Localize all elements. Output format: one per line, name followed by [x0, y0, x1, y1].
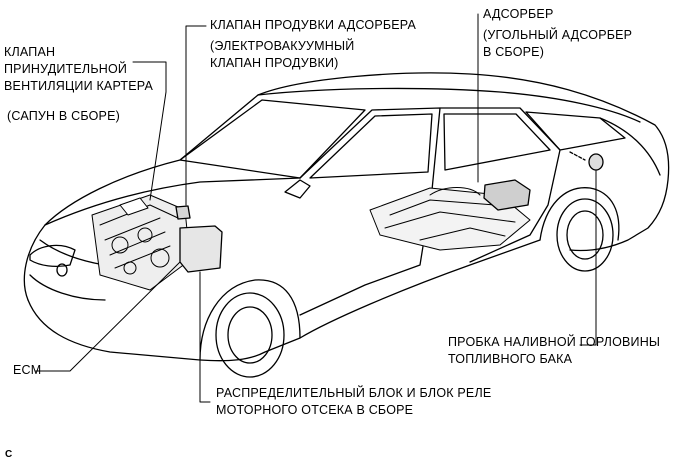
- rear-wheel-inner: [566, 210, 604, 260]
- canister-sub-line-1: (УГОЛЬНЫЙ АДСОРБЕР: [483, 28, 633, 42]
- leader-ecm: [35, 261, 181, 372]
- canister-label: АДСОРБЕР: [483, 7, 554, 21]
- front-wheel: [215, 292, 285, 378]
- purge-valve-shape: [175, 205, 191, 220]
- front-door-window: [309, 113, 433, 179]
- canister-shape: [483, 179, 531, 211]
- canister-sub-line-2: В СБОРЕ): [483, 45, 545, 59]
- relay-label-line-1: РАСПРЕДЕЛИТЕЛЬНЫЙ БЛОК И БЛОК РЕЛЕ: [216, 386, 492, 400]
- pcv-label-line-1: КЛАПАН: [4, 45, 56, 59]
- front-wheel-arch: [199, 279, 301, 361]
- front-grille: [29, 274, 106, 301]
- car-roof-line: [257, 87, 641, 123]
- fuel-cap-label-line-2: ТОПЛИВНОГО БАКА: [448, 352, 573, 366]
- fuel-cap-label-line-1: ПРОБКА НАЛИВНОЙ ГОРЛОВИНЫ: [448, 335, 661, 349]
- purge-sub-line-2: КЛАПАН ПРОДУВКИ): [210, 56, 339, 70]
- leader-fuel-cap: [579, 169, 597, 346]
- rear-wheel-arch: [539, 187, 620, 241]
- relay-label-line-2: МОТОРНОГО ОТСЕКА В СБОРЕ: [216, 403, 414, 417]
- car-body-outline: [23, 72, 670, 301]
- purge-valve-label: КЛАПАН ПРОДУВКИ АДСОРБЕРА: [210, 18, 417, 32]
- trunk-line: [599, 117, 661, 176]
- rear-wheel: [556, 198, 614, 272]
- ecm-label: ECM: [13, 363, 42, 377]
- front-emblem: [56, 263, 68, 277]
- rear-door: [439, 107, 561, 263]
- headlight: [29, 244, 76, 267]
- leader-lines: [35, 13, 597, 403]
- leader-relay: [199, 271, 211, 403]
- car-sill-line: [27, 239, 541, 362]
- fuel-door-line: [569, 151, 586, 161]
- pcv-sub-label: (САПУН В СБОРЕ): [7, 109, 120, 123]
- purge-sub-line-1: (ЭЛЕКТРОВАКУУМНЫЙ: [210, 39, 355, 53]
- pcv-valve-label: КЛАПАН ПРИНУДИТЕЛЬНОЙ ВЕНТИЛЯЦИИ КАРТЕРА: [4, 44, 153, 95]
- quarter-window: [525, 111, 626, 151]
- pcv-label-line-3: ВЕНТИЛЯЦИИ КАРТЕРА: [4, 79, 154, 93]
- pcv-label-line-2: ПРИНУДИТЕЛЬНОЙ: [4, 62, 128, 76]
- rear-door-window: [443, 113, 551, 171]
- engine-block: [91, 194, 191, 291]
- front-wheel-inner: [227, 306, 273, 364]
- leader-purge: [185, 25, 207, 206]
- fuel-cap-shape: [588, 153, 604, 171]
- relay-box-shape: [179, 225, 223, 273]
- windshield: [179, 99, 366, 179]
- leader-pcv: [132, 61, 167, 201]
- figure-code-mark: C: [5, 449, 13, 460]
- hood-line: [44, 177, 301, 226]
- side-mirror: [284, 179, 311, 199]
